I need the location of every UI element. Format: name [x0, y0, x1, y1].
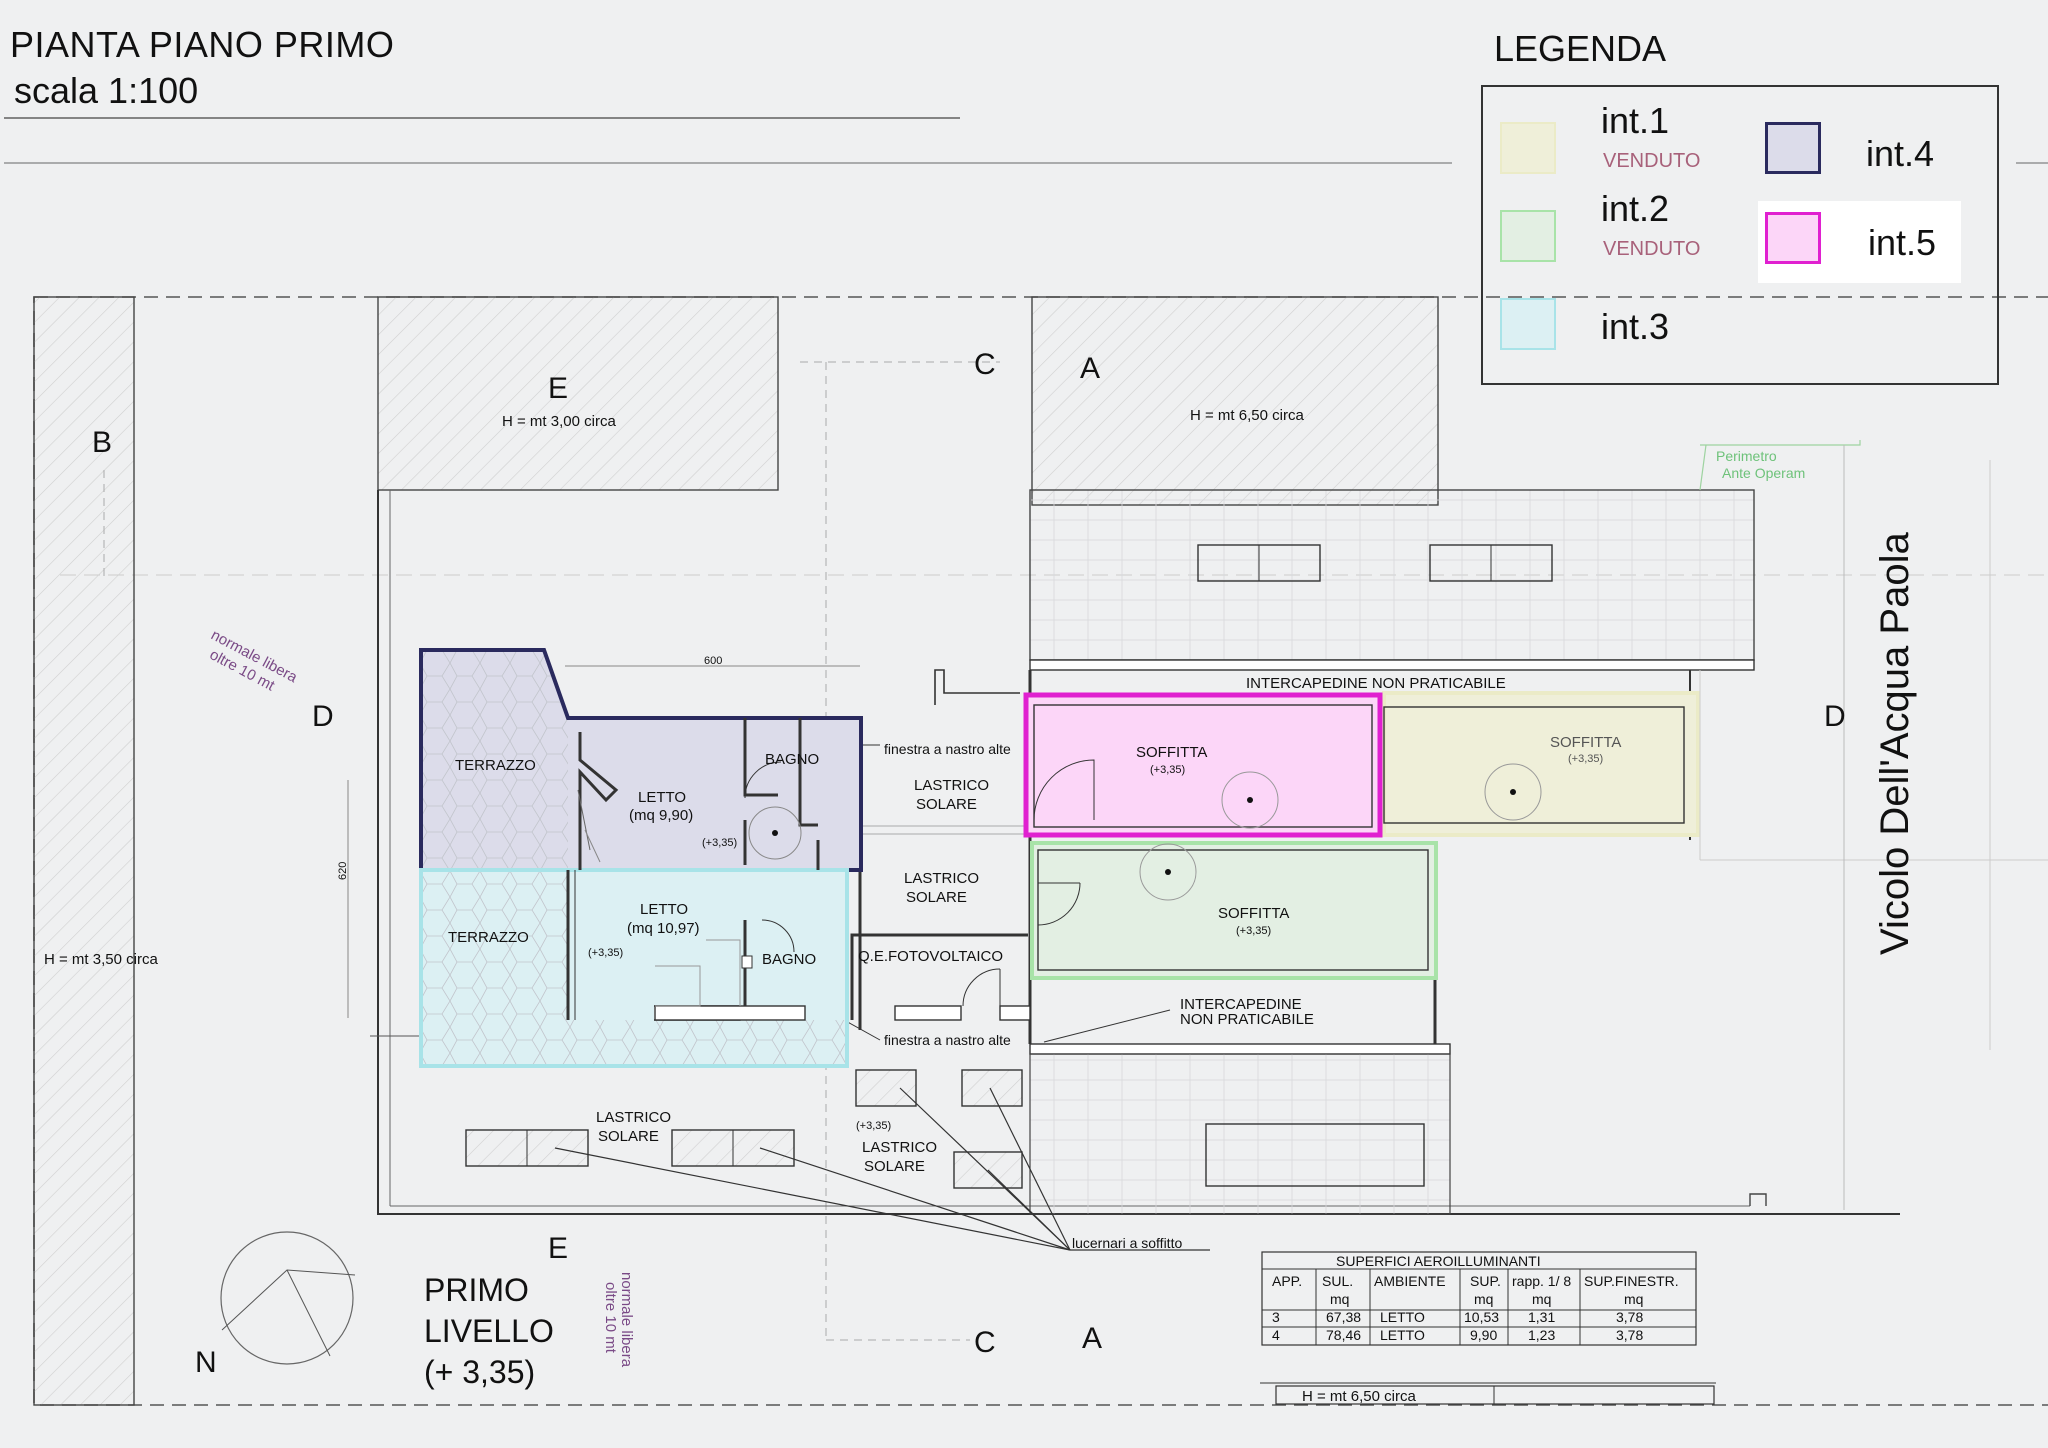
soffitta-int5: SOFFITTA [1136, 744, 1207, 761]
marker-e-top: E [548, 372, 568, 405]
legend-status-int2: VENDUTO [1603, 238, 1701, 260]
marker-c-top: C [974, 348, 996, 381]
legend-label-int4: int.4 [1866, 133, 1935, 174]
room-letto-top: LETTO [638, 789, 686, 806]
note-normale-3: normale libera [618, 1272, 635, 1368]
marker-c-bottom: C [974, 1326, 996, 1359]
intercapedine-bottom-2: NON PRATICABILE [1180, 1011, 1314, 1028]
intercapedine-top: INTERCAPEDINE NON PRATICABILE [1246, 675, 1506, 692]
td-0-5: 3,78 [1616, 1309, 1643, 1325]
td-0-2: LETTO [1380, 1309, 1425, 1325]
legend-title: LEGENDA [1494, 28, 1667, 69]
marker-a-bottom: A [1082, 1322, 1102, 1355]
th-sul: SUL. [1322, 1273, 1353, 1289]
room-terrazzo-bottom: TERRAZZO [448, 929, 529, 946]
th-sup-finestr: SUP.FINESTR. [1584, 1273, 1679, 1289]
level-letto-top: (+3,35) [702, 837, 737, 849]
marker-north: N [195, 1346, 217, 1379]
room-qe-fotovoltaico: Q.E.FOTOVOLTAICO [858, 948, 1003, 965]
marker-e-bottom: E [548, 1232, 568, 1265]
legend-swatch-int3 [1500, 298, 1556, 350]
level-letto-bottom: (+3,35) [588, 947, 623, 959]
legend-swatch-int4 [1765, 122, 1821, 174]
lastrico-1: LASTRICO [914, 777, 989, 794]
level-int5: (+3,35) [1150, 764, 1185, 776]
legend-status-int1: VENDUTO [1603, 150, 1701, 172]
room-letto-bottom-area: (mq 10,97) [627, 920, 700, 937]
soffitta-int1: SOFFITTA [1550, 734, 1621, 751]
legend-label-int5: int.5 [1868, 222, 1937, 263]
level-lastrico: (+3,35) [856, 1120, 891, 1132]
height-e: H = mt 3,00 circa [502, 413, 616, 430]
street-name: Vicolo Dell'Acqua Paola [1873, 532, 1917, 955]
table-title: SUPERFICI AEROILLUMINANTI [1336, 1253, 1541, 1269]
legend-swatch-int2 [1500, 210, 1556, 262]
marker-a-top: A [1080, 352, 1100, 385]
td-0-3: 10,53 [1464, 1309, 1499, 1325]
lastrico-4: LASTRICO [862, 1139, 937, 1156]
marker-d-right: D [1824, 700, 1846, 733]
legend-label-int2: int.2 [1601, 188, 1670, 229]
page-title: PIANTA PIANO PRIMO [10, 24, 395, 65]
tu-sup-finestr: mq [1624, 1291, 1643, 1307]
th-ambiente: AMBIENTE [1374, 1273, 1446, 1289]
td-1-3: 9,90 [1470, 1327, 1497, 1343]
note-normale-4: oltre 10 mt [602, 1282, 619, 1354]
room-bagno-bottom: BAGNO [762, 951, 816, 968]
marker-d-left: D [312, 700, 334, 733]
height-a: H = mt 6,50 circa [1190, 407, 1304, 424]
height-bottom: H = mt 6,50 circa [1302, 1388, 1416, 1405]
tu-rapp: mq [1532, 1291, 1551, 1307]
lastrico-3: LASTRICO [596, 1109, 671, 1126]
lastrico-2: LASTRICO [904, 870, 979, 887]
note-perimetro: Perimetro [1716, 448, 1777, 464]
legend-box [1481, 85, 1999, 385]
tu-sup: mq [1474, 1291, 1493, 1307]
marker-b: B [92, 426, 112, 459]
td-1-2: LETTO [1380, 1327, 1425, 1343]
level-line-1: PRIMO [424, 1272, 529, 1308]
legend-label-int1: int.1 [1601, 100, 1670, 141]
height-left: H = mt 3,50 circa [44, 951, 158, 968]
solare-2: SOLARE [906, 889, 967, 906]
td-1-0: 4 [1272, 1327, 1280, 1343]
room-bagno-top: BAGNO [765, 751, 819, 768]
solare-4: SOLARE [864, 1158, 925, 1175]
level-line-3: (+ 3,35) [424, 1354, 535, 1390]
th-sup: SUP. [1470, 1273, 1501, 1289]
td-1-5: 3,78 [1616, 1327, 1643, 1343]
room-terrazzo-top: TERRAZZO [455, 757, 536, 774]
room-letto-top-area: (mq 9,90) [629, 807, 693, 824]
td-1-1: 78,46 [1326, 1327, 1361, 1343]
soffitta-int2: SOFFITTA [1218, 905, 1289, 922]
note-ante-operam: Ante Operam [1722, 465, 1805, 481]
finestra-top: finestra a nastro alte [884, 741, 1011, 757]
intercapedine-bottom-1: INTERCAPEDINE [1180, 996, 1302, 1013]
legend-label-int3: int.3 [1601, 306, 1670, 347]
lucernari-label: lucernari a soffitto [1072, 1235, 1182, 1251]
tu-sul: mq [1330, 1291, 1349, 1307]
th-app: APP. [1272, 1273, 1302, 1289]
th-rapp: rapp. 1/ 8 [1512, 1273, 1571, 1289]
level-int1: (+3,35) [1568, 753, 1603, 765]
legend-swatch-int1 [1500, 122, 1556, 174]
level-line-2: LIVELLO [424, 1313, 554, 1349]
dim-600: 600 [704, 655, 722, 667]
legend-swatch-int5 [1765, 212, 1821, 264]
table-superfici: SUPERFICI AEROILLUMINANTI APP. SUL. AMBI… [1261, 1251, 1697, 1346]
td-0-0: 3 [1272, 1309, 1280, 1325]
dim-620: 620 [337, 862, 349, 880]
level-int2: (+3,35) [1236, 925, 1271, 937]
page-scale: scala 1:100 [14, 70, 199, 111]
td-0-4: 1,31 [1528, 1309, 1555, 1325]
solare-3: SOLARE [598, 1128, 659, 1145]
td-0-1: 67,38 [1326, 1309, 1361, 1325]
finestra-bottom: finestra a nastro alte [884, 1032, 1011, 1048]
room-letto-bottom: LETTO [640, 901, 688, 918]
td-1-4: 1,23 [1528, 1327, 1555, 1343]
solare-1: SOLARE [916, 796, 977, 813]
